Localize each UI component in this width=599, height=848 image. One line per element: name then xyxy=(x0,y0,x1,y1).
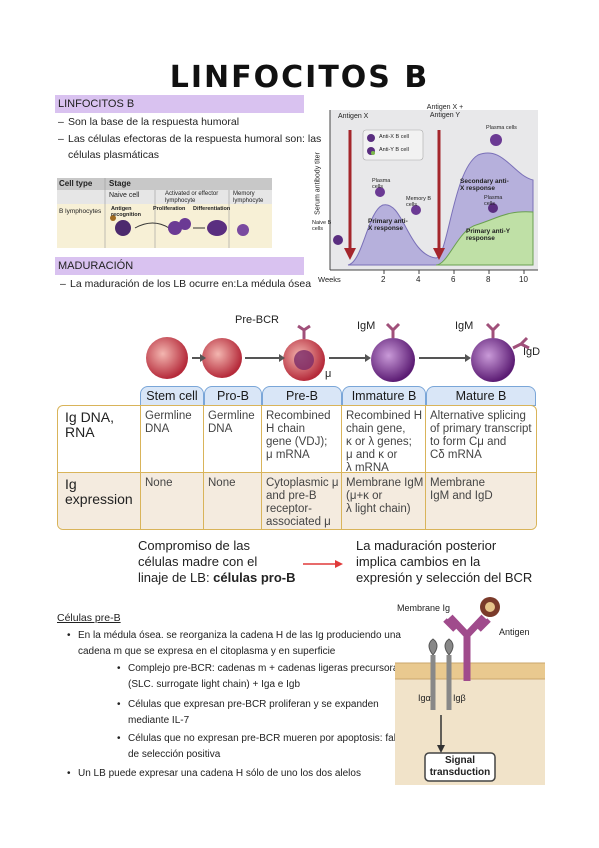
list-item: mediante IL-7 xyxy=(128,715,190,726)
naive-label: Naive B cells xyxy=(312,220,332,232)
stage-label: Memory lymphocyte xyxy=(233,191,264,204)
legend-y: Anti-Y B cell xyxy=(379,147,409,153)
stage-tab-pre-b: Pre-B xyxy=(262,386,342,406)
note-line: La maduración de los LB ocurre en:La méd… xyxy=(60,276,311,292)
igm-label: IgM xyxy=(357,320,376,332)
stage-label: Naive cell xyxy=(109,192,140,199)
stage-tab-stem-cell: Stem cell xyxy=(140,386,204,406)
iga-label: Igα xyxy=(418,693,431,703)
list-item: (SLC. surrogate light chain) + Iga e Igb xyxy=(128,679,301,690)
stage-table-col2: Stage xyxy=(109,179,131,188)
antigen-xy-label: Antigen X + Antigen Y xyxy=(426,104,464,119)
mu-label: μ xyxy=(325,368,332,380)
section-heading-linfocitos: LINFOCITOS B xyxy=(55,95,304,113)
table-cell: None xyxy=(208,477,236,489)
stage-tab-immature-b: Immature B xyxy=(342,386,426,406)
b-cell-stage-figure: Cell type Stage Naive cell Activated or … xyxy=(57,178,272,248)
list-item: En la médula ósea. se reorganiza la cade… xyxy=(67,628,401,644)
secondary-x-label: Secondary anti-X response xyxy=(460,178,509,192)
section-heading-maduracion: MADURACIÓN xyxy=(55,257,304,275)
stage-table-col1: Cell type xyxy=(59,179,93,188)
igm-label: IgM xyxy=(455,320,474,332)
list-item: Un LB puede expresar una cadena H sólo d… xyxy=(67,766,361,782)
note-line: células plasmáticas xyxy=(68,149,160,161)
igd-label: IgD xyxy=(523,346,541,358)
caption-right: La maduración posterior implica cambios … xyxy=(356,538,533,585)
x-axis-label: Weeks xyxy=(318,275,341,284)
pre-bcr-label: Pre-BCR xyxy=(235,314,280,326)
legend-x: Anti-X B cell xyxy=(379,134,409,140)
signal-transduction-box: Signal transduction xyxy=(429,755,491,778)
membrane-ig-label: Membrane Ig xyxy=(397,603,451,613)
x-tick: 2 xyxy=(381,275,386,284)
x-tick: 6 xyxy=(451,275,456,284)
x-tick: 10 xyxy=(519,275,528,284)
list-item: cadena m que se expresa en el citoplasma… xyxy=(0,644,335,660)
list-item: Complejo pre-BCR: cadenas m + cadenas li… xyxy=(117,661,403,677)
plasma-label: Plasma cells xyxy=(484,195,503,207)
row-head-expression: Ig expression xyxy=(65,476,133,507)
step-label: Proliferation xyxy=(153,206,186,212)
table-cell: None xyxy=(145,477,173,489)
primary-x-label: Primary anti-X response xyxy=(368,218,408,232)
plasma-label: Plasma cells xyxy=(486,125,517,131)
list-item: de selección positiva xyxy=(128,749,221,760)
antigen-label: Antigen xyxy=(499,627,530,637)
note-line: Son la base de la respuesta humoral xyxy=(58,114,239,130)
x-tick: 8 xyxy=(486,275,491,284)
memory-label: Memory B cells xyxy=(406,196,432,208)
row-head-dna: Ig DNA, RNA xyxy=(65,409,115,440)
maturation-cells-figure: Pre-BCR μ IgM IgM IgD xyxy=(57,314,541,388)
bcr-signal-figure: Membrane Ig Antigen Igα Igβ Signal trans… xyxy=(395,595,545,785)
step-label: Antigen recognition xyxy=(111,206,141,218)
igb-label: Igβ xyxy=(453,693,466,703)
caption-arrow xyxy=(303,556,343,568)
page-title: LINFOCITOS B xyxy=(169,60,430,95)
section-heading-pre-b: Células pre-B xyxy=(57,612,121,624)
row-label: B lymphocytes xyxy=(59,208,102,215)
plasma-label: Plasma cells xyxy=(372,178,391,190)
x-tick: 4 xyxy=(416,275,421,284)
note-line: Las células efectoras de la respuesta hu… xyxy=(58,131,321,147)
stage-label: Activated or effector lymphocyte xyxy=(165,191,219,204)
y-axis-label: Serum antibody titer xyxy=(314,152,322,215)
primary-y-label: Primary anti-Y response xyxy=(466,228,510,242)
list-item: Células que expresan pre-BCR proliferan … xyxy=(117,697,379,713)
stage-tab-mature-b: Mature B xyxy=(426,386,536,406)
caption-left: Compromiso de las células madre con el l… xyxy=(138,538,296,585)
stage-tab-pro-b: Pro-B xyxy=(204,386,262,406)
list-item: Células que no expresan pre-BCR mueren p… xyxy=(117,731,404,747)
antibody-response-figure: Antigen X Antigen X + Antigen Y Anti-X B… xyxy=(308,100,540,290)
table-row-bg xyxy=(58,472,536,529)
antigen-x-label: Antigen X xyxy=(338,113,369,120)
step-label: Differentiation xyxy=(193,206,231,212)
